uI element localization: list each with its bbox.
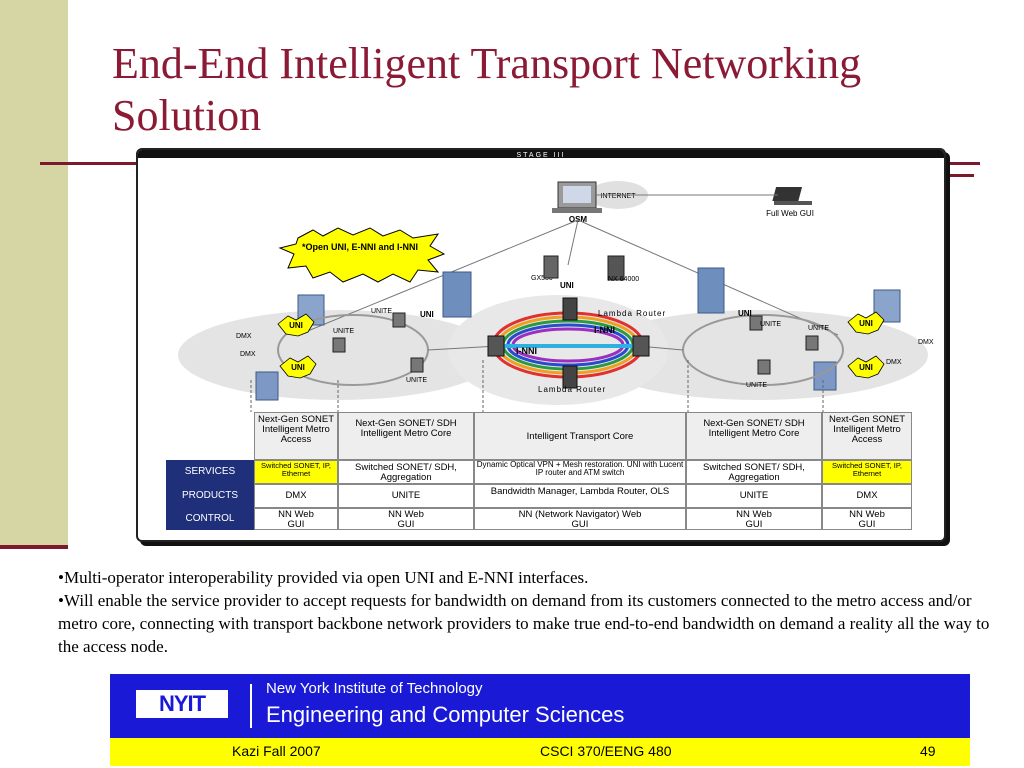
- unite-device-icon: [392, 312, 406, 328]
- unite-device-icon: [757, 359, 771, 375]
- osm-terminal-icon: [552, 181, 602, 213]
- table-cell: Switched SONET/ SDH, Aggregation: [338, 460, 474, 484]
- uni-burst: UNI: [279, 355, 317, 379]
- table-cell: Switched SONET/ SDH, Aggregation: [686, 460, 822, 484]
- full-web-gui-label: Full Web GUI: [766, 209, 814, 218]
- footer-info-bar: Kazi Fall 2007 CSCI 370/EENG 480 49: [110, 736, 970, 766]
- building-icon: [697, 267, 725, 314]
- table-cell: UNITE: [338, 484, 474, 508]
- lambda-router-icon: [632, 335, 650, 357]
- unite-label: UNITE: [371, 308, 392, 315]
- dmx-label: DMX: [886, 359, 902, 366]
- table-cell: NN Web GUI: [254, 508, 338, 530]
- dmx-label: DMX: [918, 339, 934, 346]
- logo-separator: [250, 684, 252, 728]
- laptop-icon: [772, 187, 812, 205]
- lambda-router-label: Lambda Router: [538, 385, 606, 394]
- unite-device-icon: [805, 335, 819, 351]
- unite-label: UNITE: [746, 382, 767, 389]
- uni-core-label: UNI: [560, 281, 574, 290]
- table-row-label: CONTROL: [166, 508, 254, 530]
- inni-label: I-NNI: [516, 346, 537, 356]
- building-icon: [442, 271, 472, 318]
- institution-name: New York Institute of Technology: [266, 680, 483, 697]
- title-underline-accent: [950, 174, 974, 177]
- bullet-list: •Multi-operator interoperability provide…: [58, 566, 1013, 658]
- product-table: Next-Gen SONET Intelligent Metro Access …: [166, 412, 916, 530]
- internet-label: INTERNET: [601, 193, 637, 200]
- svg-text:UNI: UNI: [289, 321, 303, 330]
- table-cell: DMX: [822, 484, 912, 508]
- table-cell: Switched SONET, IP, Ethernet: [254, 460, 338, 484]
- osm-label: OSM: [569, 215, 588, 224]
- unite-device-icon: [332, 337, 346, 353]
- table-header-cell: Next-Gen SONET Intelligent Metro Access: [822, 412, 912, 460]
- course-code: CSCI 370/EENG 480: [540, 743, 672, 759]
- table-cell: DMX: [254, 484, 338, 508]
- department-name: Engineering and Computer Sciences: [266, 702, 625, 727]
- author-term: Kazi Fall 2007: [232, 743, 321, 759]
- gx550-label: GX550: [531, 275, 553, 282]
- table-header-cell: Intelligent Transport Core: [474, 412, 686, 460]
- uni-burst: UNI: [847, 355, 885, 379]
- uni-label: UNI: [420, 310, 434, 319]
- table-cell: Dynamic Optical VPN + Mesh restoration. …: [474, 460, 686, 484]
- svg-text:UNI: UNI: [291, 363, 305, 372]
- stage-label: STAGE III: [517, 152, 566, 159]
- table-row-label: SERVICES: [166, 460, 254, 484]
- nx64000-label: NX 64000: [608, 276, 639, 283]
- table-header-cell: Next-Gen SONET Intelligent Metro Access: [254, 412, 338, 460]
- lambda-router-icon: [562, 297, 578, 321]
- footer-banner: NYIT New York Institute of Technology En…: [110, 674, 970, 736]
- table-cell: Switched SONET, IP, Ethernet: [822, 460, 912, 484]
- building-icon: [255, 371, 279, 401]
- bullet-item: •Multi-operator interoperability provide…: [58, 568, 589, 587]
- table-cell: NN Web GUI: [686, 508, 822, 530]
- nyit-logo: NYIT: [136, 690, 228, 718]
- gx550-icon: [543, 255, 559, 279]
- page-number: 49: [920, 743, 936, 759]
- table-cell: Bandwidth Manager, Lambda Router, OLS: [474, 484, 686, 508]
- unite-label: UNITE: [760, 321, 781, 328]
- table-cell: NN (Network Navigator) Web GUI: [474, 508, 686, 530]
- table-header-cell: Next-Gen SONET/ SDH Intelligent Metro Co…: [338, 412, 474, 460]
- lambda-router-icon: [487, 335, 505, 357]
- table-row-label: PRODUCTS: [166, 484, 254, 508]
- unite-device-icon: [410, 357, 424, 373]
- table-cell: NN Web GUI: [822, 508, 912, 530]
- burst-text: *Open UNI, E-NNI and I-NNI: [302, 242, 418, 252]
- unite-label: UNITE: [333, 328, 354, 335]
- unite-label: UNITE: [406, 377, 427, 384]
- dmx-label: DMX: [236, 333, 252, 340]
- inni-label: I-NNI: [594, 325, 615, 335]
- unite-device-icon: [749, 315, 763, 331]
- svg-text:UNI: UNI: [859, 319, 873, 328]
- uni-burst: UNI: [277, 313, 315, 337]
- bullet-item: •Will enable the service provider to acc…: [58, 591, 990, 656]
- table-cell: UNITE: [686, 484, 822, 508]
- unite-label: UNITE: [808, 325, 829, 332]
- uni-label: UNI: [738, 309, 752, 318]
- side-decor-bar: [0, 0, 68, 548]
- table-cell: NN Web GUI: [338, 508, 474, 530]
- slide-title: End-End Intelligent Transport Networking…: [112, 39, 862, 140]
- table-header-cell: Next-Gen SONET/ SDH Intelligent Metro Co…: [686, 412, 822, 460]
- lambda-router-label: Lambda Router: [598, 309, 666, 318]
- open-uni-burst: [278, 227, 446, 283]
- dmx-label: DMX: [240, 351, 256, 358]
- svg-text:UNI: UNI: [859, 363, 873, 372]
- nx64000-icon: [607, 255, 625, 281]
- logo-area: NYIT: [122, 680, 352, 730]
- side-decor-line: [0, 545, 68, 549]
- uni-burst: UNI: [847, 311, 885, 335]
- network-diagram: STAGE III INTERNET OSM Full Web GUI *Ope…: [136, 148, 946, 542]
- lambda-router-icon: [562, 365, 578, 389]
